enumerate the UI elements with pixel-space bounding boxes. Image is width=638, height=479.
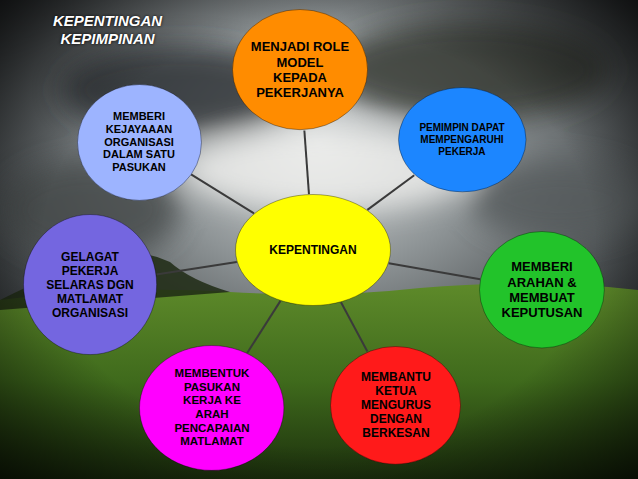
idea-circle: MEMBANTU KETUA MENGURUS DENGAN BERKESAN xyxy=(330,346,461,465)
circle-fill xyxy=(480,232,605,348)
circle-fill xyxy=(331,346,461,464)
node-label: KEPENTINGAN xyxy=(258,243,368,257)
circle-fill xyxy=(236,195,391,306)
idea-circle: MEMBENTUK PASUKAN KERJA KE ARAH PENCAPAI… xyxy=(139,345,284,471)
circle-fill xyxy=(23,215,156,355)
circle-fill xyxy=(140,346,284,471)
diagram-title: KEPENTINGAN KEPIMPINAN xyxy=(40,12,175,48)
spoke-line xyxy=(247,301,280,353)
node-label: GELAGAT PEKERJA SELARAS DGN MATLAMAT ORG… xyxy=(40,250,140,321)
idea-circle: PEMIMPIN DAPAT MEMPENGARUHI PEKERJA xyxy=(398,87,527,192)
node-label: MENJADI ROLE MODEL KEPADA PEKERJANYA xyxy=(250,39,350,100)
spoke-line xyxy=(341,302,367,351)
node-label: MEMBENTUK PASUKAN KERJA KE ARAH PENCAPAI… xyxy=(167,367,257,448)
center-circle: KEPENTINGAN xyxy=(235,194,391,306)
spoke-line xyxy=(304,130,309,194)
node-label: MEMBERI KEJAYAAAN ORGANISASI DALAM SATU … xyxy=(96,110,182,175)
spoke-line xyxy=(367,175,414,210)
idea-circle: MEMBERI ARAHAN & MEMBUAT KEPUTUSAN xyxy=(479,231,605,348)
idea-circle: GELAGAT PEKERJA SELARAS DGN MATLAMAT ORG… xyxy=(23,214,157,355)
node-label: MEMBANTU KETUA MENGURUS DENGAN BERKESAN xyxy=(353,370,439,441)
idea-circle: MEMBERI KEJAYAAAN ORGANISASI DALAM SATU … xyxy=(77,84,202,201)
spoke-line xyxy=(156,262,236,275)
spoke-line xyxy=(389,263,480,279)
circle-fill xyxy=(77,84,201,200)
circle-fill xyxy=(232,10,367,130)
spoke-line xyxy=(191,174,254,213)
node-label: MEMBERI ARAHAN & MEMBUAT KEPUTUSAN xyxy=(497,259,587,320)
node-label: PEMIMPIN DAPAT MEMPENGARUHI PEKERJA xyxy=(409,122,515,157)
idea-circle: MENJADI ROLE MODEL KEPADA PEKERJANYA xyxy=(232,9,368,130)
circle-fill xyxy=(398,88,526,192)
